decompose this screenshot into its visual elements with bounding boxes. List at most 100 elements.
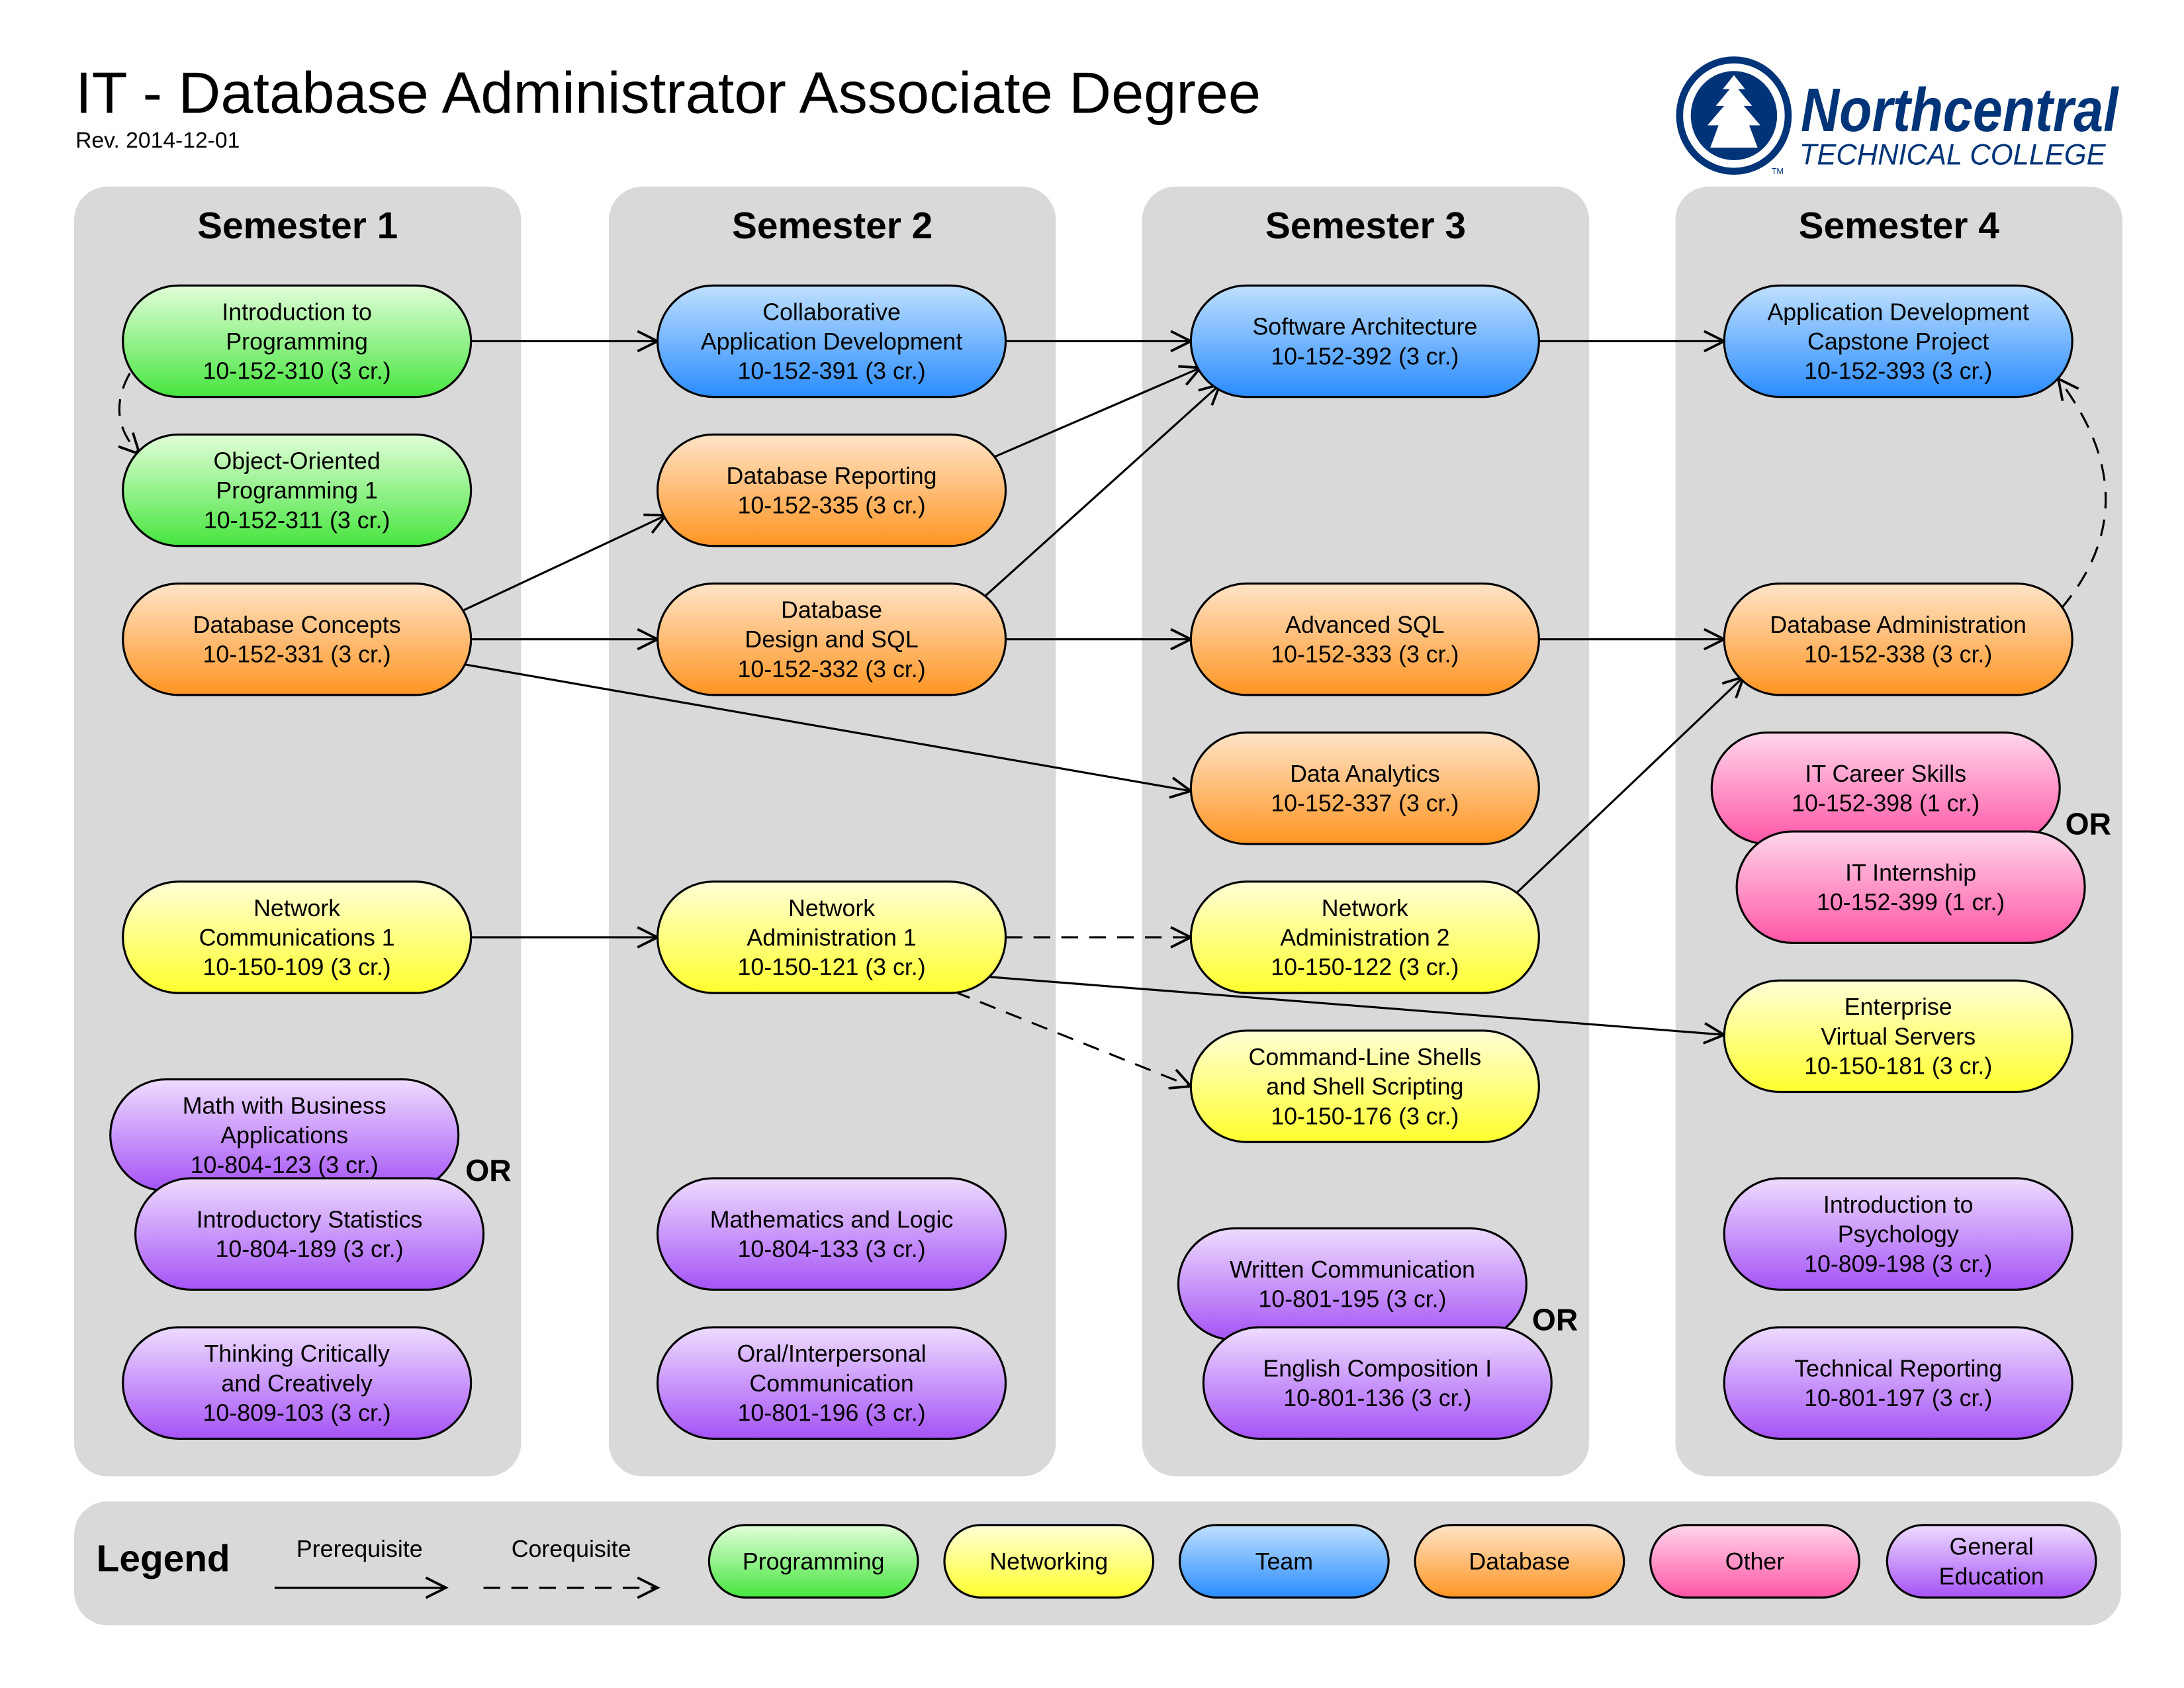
- course-label-line: 10-152-310 (3 cr.): [203, 358, 391, 385]
- course-label-line: Data Analytics: [1290, 761, 1440, 787]
- or-label: OR: [2066, 806, 2111, 841]
- semester-title: Semester 4: [1799, 205, 2000, 247]
- course-label-line: Design and SQL: [745, 626, 918, 653]
- course-label-line: Capstone Project: [1807, 328, 1989, 355]
- semester-title: Semester 3: [1265, 205, 1466, 247]
- legend-corequisite-label: Corequisite: [512, 1536, 631, 1562]
- course-label-line: 10-801-136 (3 cr.): [1283, 1385, 1471, 1411]
- prerequisite-arrow: [463, 663, 1191, 791]
- course-label-line: 10-150-181 (3 cr.): [1804, 1053, 1992, 1080]
- course-label-line: 10-152-332 (3 cr.): [737, 656, 925, 682]
- semester-title: Semester 1: [197, 205, 398, 247]
- course-label-line: and Shell Scripting: [1266, 1074, 1463, 1100]
- course-label-line: 10-152-333 (3 cr.): [1271, 641, 1459, 668]
- course-label-line: 10-804-123 (3 cr.): [191, 1152, 379, 1178]
- course-label-line: Software Architecture: [1252, 314, 1477, 340]
- corequisite-arrow: [954, 990, 1191, 1086]
- course-label-line: Communication: [749, 1370, 913, 1397]
- course-c136[interactable]: English Composition I 10-801-136 (3 cr.): [1202, 1326, 1553, 1440]
- legend-prerequisite-label: Prerequisite: [296, 1536, 423, 1562]
- college-logo: Northcentral TECHNICAL COLLEGE TM: [1676, 56, 2120, 176]
- or-label: OR: [1532, 1302, 1578, 1336]
- course-label-line: Education: [1939, 1563, 2044, 1589]
- course-label-line: 10-801-195 (3 cr.): [1258, 1286, 1446, 1313]
- logo-text-sub: TECHNICAL COLLEGE: [1799, 138, 2106, 171]
- logo-trademark: TM: [1772, 167, 1784, 176]
- course-label-line: Database: [1469, 1548, 1570, 1575]
- course-label-line: Written Communication: [1230, 1256, 1475, 1283]
- semester-title: Semester 2: [732, 205, 933, 247]
- legend-item-other[interactable]: Other: [1649, 1524, 1860, 1599]
- course-label-line: 10-804-189 (3 cr.): [215, 1236, 403, 1262]
- course-label-line: 10-152-311 (3 cr.): [204, 507, 390, 534]
- course-label-line: 10-152-335 (3 cr.): [737, 492, 925, 518]
- course-label-line: 10-152-331 (3 cr.): [203, 641, 391, 668]
- course-label-line: IT Career Skills: [1805, 761, 1966, 787]
- course-c333[interactable]: Advanced SQL 10-152-333 (3 cr.): [1189, 582, 1540, 696]
- legend-item-team[interactable]: Team: [1178, 1524, 1390, 1599]
- course-label-line: General: [1950, 1534, 2034, 1560]
- course-label-line: 10-150-121 (3 cr.): [737, 954, 925, 980]
- course-label-line: 10-150-176 (3 cr.): [1271, 1103, 1459, 1129]
- course-c133[interactable]: Mathematics and Logic 10-804-133 (3 cr.): [656, 1177, 1007, 1291]
- course-label-line: Oral/Interpersonal: [737, 1340, 926, 1367]
- course-label-line: Mathematics and Logic: [710, 1206, 954, 1233]
- prerequisite-arrow: [1514, 677, 1744, 895]
- legend-item-database[interactable]: Database: [1414, 1524, 1625, 1599]
- legend-item-programming[interactable]: Programming: [707, 1524, 919, 1599]
- course-c399[interactable]: IT Internship 10-152-399 (1 cr.): [1735, 830, 2086, 944]
- course-label-line: 10-152-399 (1 cr.): [1817, 889, 2005, 915]
- legend-item-networking[interactable]: Networking: [943, 1524, 1155, 1599]
- course-label-line: Object-Oriented: [213, 447, 380, 474]
- course-label-line: IT Internship: [1845, 859, 1976, 886]
- course-label-line: Advanced SQL: [1285, 612, 1444, 638]
- course-label-line: 10-809-198 (3 cr.): [1804, 1250, 1992, 1277]
- course-label-line: 10-804-133 (3 cr.): [737, 1236, 925, 1262]
- course-label-line: Programming 1: [216, 477, 377, 504]
- course-label-line: English Composition I: [1263, 1355, 1492, 1382]
- corequisite-arrow: [2058, 379, 2107, 610]
- course-c195[interactable]: Written Communication 10-801-195 (3 cr.): [1177, 1227, 1528, 1341]
- course-label-line: and Creatively: [221, 1370, 373, 1397]
- course-label-line: Introduction to: [222, 299, 372, 325]
- course-c196[interactable]: Oral/InterpersonalCommunication10-801-19…: [656, 1326, 1007, 1440]
- course-label-line: Database Administration: [1770, 612, 2026, 638]
- course-c189[interactable]: Introductory Statistics 10-804-189 (3 cr.…: [134, 1177, 485, 1291]
- revision-date: Rev. 2014-12-01: [75, 128, 240, 153]
- course-label-line: Thinking Critically: [205, 1340, 390, 1367]
- course-label-line: Technical Reporting: [1794, 1355, 2002, 1382]
- legend-title: Legend: [97, 1538, 230, 1579]
- course-label-line: Applications: [220, 1122, 348, 1149]
- course-label-line: Math with Business: [183, 1093, 387, 1119]
- course-label-line: Introductory Statistics: [197, 1206, 423, 1233]
- page-title: IT - Database Administrator Associate De…: [75, 60, 1261, 125]
- course-label-line: 10-150-122 (3 cr.): [1271, 954, 1459, 980]
- course-label-line: Application Development: [1767, 299, 2029, 325]
- prerequisite-arrow: [981, 975, 1724, 1035]
- prerequisite-arrow: [981, 385, 1220, 600]
- course-label-line: Database: [781, 597, 882, 624]
- course-label-line: Introduction to: [1823, 1192, 1974, 1218]
